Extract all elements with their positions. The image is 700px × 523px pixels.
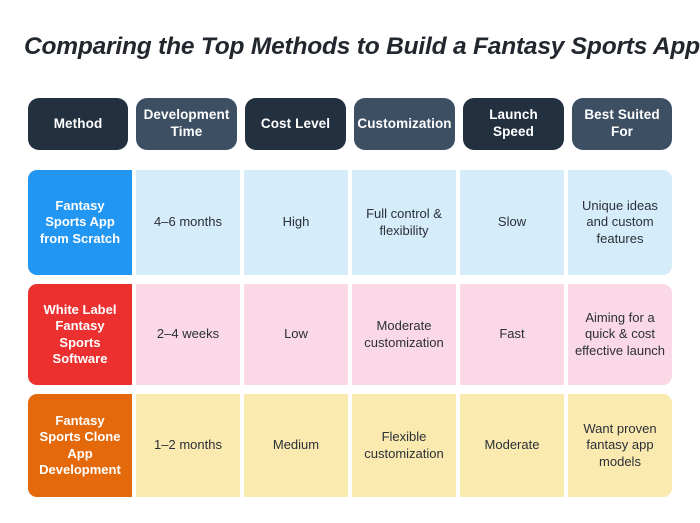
cell-launch-speed: Moderate [460,394,564,497]
page-title: Comparing the Top Methods to Build a Fan… [24,33,700,60]
column-header-launch-speed: Launch Speed [463,98,564,150]
cell-best-suited-for: Aiming for a quick & cost effective laun… [568,284,672,385]
cell-launch-speed: Fast [460,284,564,385]
column-header-best-suited-for: Best Suited For [572,98,672,150]
table-header-row: Method Development Time Cost Level Custo… [28,98,672,150]
cell-development-time: 2–4 weeks [136,284,240,385]
cell-best-suited-for: Unique ideas and custom features [568,170,672,275]
cell-launch-speed: Slow [460,170,564,275]
row-label-method: White Label Fantasy Sports Software [28,284,132,385]
column-header-cost-level: Cost Level [245,98,346,150]
column-header-method: Method [28,98,128,150]
column-header-customization: Customization [354,98,455,150]
cell-customization: Flexible customization [352,394,456,497]
cell-development-time: 1–2 months [136,394,240,497]
cell-cost-level: Medium [244,394,348,497]
column-header-development-time: Development Time [136,98,237,150]
table-row: Fantasy Sports Clone App Development 1–2… [28,394,672,497]
row-label-method: Fantasy Sports App from Scratch [28,170,132,275]
cell-cost-level: Low [244,284,348,385]
cell-customization: Full control & flexibility [352,170,456,275]
cell-cost-level: High [244,170,348,275]
row-label-method: Fantasy Sports Clone App Development [28,394,132,497]
comparison-table: Method Development Time Cost Level Custo… [28,98,672,506]
table-row: Fantasy Sports App from Scratch 4–6 mont… [28,170,672,275]
cell-development-time: 4–6 months [136,170,240,275]
cell-best-suited-for: Want proven fantasy app models [568,394,672,497]
cell-customization: Moderate customization [352,284,456,385]
table-row: White Label Fantasy Sports Software 2–4 … [28,284,672,385]
